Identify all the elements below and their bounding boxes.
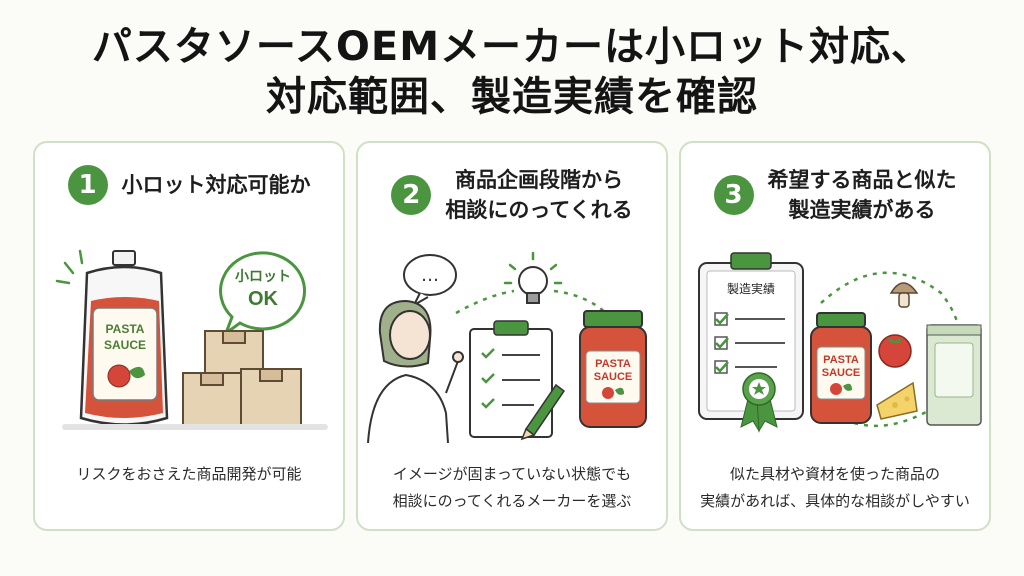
person-icon [367,299,464,443]
jar-label-line1: PASTA [595,358,631,370]
caption-line-2: 実績があれば、具体的な相談がしやすい [700,492,970,510]
speech-bubble-icon: … [403,254,457,308]
lightbulb-icon [503,251,563,304]
step-number-badge: 1 [67,165,108,205]
pouch-label-line2: SAUCE [104,338,146,352]
card-title-line-1: 商品企画段階から [454,168,623,192]
caption-line-1: イメージが固まっていない状態でも [392,465,632,483]
card-track-record: 3 希望する商品と似た 製造実績がある 製造実績 [679,141,991,531]
caption-line-2: 相談にのってくれるメーカーを選ぶ [392,492,632,510]
card-caption: 似た具材や資材を使った商品の 実績があれば、具体的な相談がしやすい [681,461,989,515]
bubble-dots: … [421,265,439,286]
jar-label-line2: SAUCE [822,367,861,379]
card-title: 希望する商品と似た 製造実績がある [768,165,957,225]
cardboard-boxes-icon [182,330,302,426]
sauce-jar-icon: PASTA SAUCE [810,312,872,424]
pouch-label-line1: PASTA [106,322,145,336]
track-record-illustration: 製造実績 [681,243,989,443]
card-title-line-2: 相談にのってくれる [445,198,633,222]
card-consultation: 2 商品企画段階から 相談にのってくれる … [356,141,668,531]
tomato-icon [107,364,131,388]
card-title-line-2: 製造実績がある [788,198,936,222]
jar-label-line2: SAUCE [594,371,633,383]
basil-icon [129,366,145,379]
card-header: 2 商品企画段階から 相談にのってくれる [358,165,666,225]
step-number-badge: 3 [713,175,754,215]
caption-line-1: リスクをおさえた商品開発が可能 [76,465,302,483]
caption-line-1: 似た具材や資材を使った商品の [729,465,940,483]
card-title: 小ロット対応可能か [121,173,311,197]
speech-bubble-icon: 小ロット OK [219,251,307,338]
jar-label-line1: PASTA [823,354,859,366]
award-ribbon-icon [740,372,778,433]
tomato-icon [878,334,912,368]
bubble-text-line1: 小ロット [235,269,291,285]
cheese-icon [876,381,918,420]
consultation-illustration: … [358,243,666,443]
title-line-1: パスタソースOEMメーカーは小ロット対応、 [91,24,933,70]
card-header: 3 希望する商品と似た 製造実績がある [681,165,989,225]
pouch-icon [926,324,982,426]
dashed-connector [820,271,963,428]
page-title: パスタソースOEMメーカーは小ロット対応、 対応範囲、製造実績を確認 [0,22,1024,122]
card-title-line-1: 希望する商品と似た [767,168,957,192]
pencil-icon [520,383,566,441]
sauce-pouch-icon: PASTA SAUCE [79,250,169,426]
small-lot-illustration: PASTA SAUCE 小ロット OK [35,243,343,443]
clipboard-checklist-icon: 製造実績 [698,252,804,420]
card-caption: リスクをおさえた商品開発が可能 [35,461,343,488]
card-title: 商品企画段階から 相談にのってくれる [445,165,632,225]
dashed-connector [553,289,607,314]
card-caption: イメージが固まっていない状態でも 相談にのってくれるメーカーを選ぶ [358,461,666,515]
clipboard-title: 製造実績 [727,281,775,296]
sparkle-icon [55,249,84,285]
sauce-jar-icon: PASTA SAUCE [579,310,647,428]
bubble-text-line2: OK [248,288,279,310]
clipboard-checklist-icon [469,320,553,438]
title-line-2: 対応範囲、製造実績を確認 [266,74,758,120]
mushroom-icon [889,282,919,308]
step-number-badge: 2 [391,175,432,215]
dashed-connector [455,289,515,315]
card-small-lot: 1 小ロット対応可能か PASTA SAUCE [33,141,345,531]
card-header: 1 小ロット対応可能か [35,165,343,205]
